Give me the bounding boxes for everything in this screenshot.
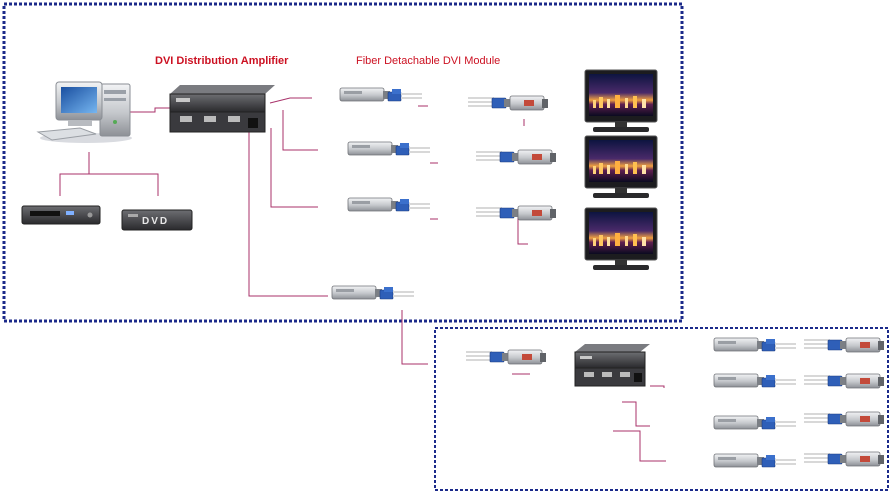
fiber-dvi-module-icon xyxy=(347,197,431,212)
vcr-icon xyxy=(21,205,101,225)
fiber-dvi-module-icon xyxy=(803,451,885,467)
dvi-distribution-amplifier-icon xyxy=(574,344,650,387)
fiber-dvi-module-icon xyxy=(331,285,415,300)
fiber-dvi-module-icon xyxy=(713,453,797,468)
flat-panel-monitor-icon xyxy=(584,69,658,133)
module-label: Fiber Detachable DVI Module xyxy=(356,55,500,67)
dvi-distribution-amplifier-icon xyxy=(169,85,275,133)
flat-panel-monitor-icon xyxy=(584,135,658,199)
fiber-dvi-module-icon xyxy=(475,205,557,221)
fiber-dvi-module-icon xyxy=(475,149,557,165)
flat-panel-monitor-icon xyxy=(584,207,658,271)
remote-frame xyxy=(434,327,889,491)
fiber-dvi-module-icon xyxy=(803,373,885,389)
fiber-dvi-module-icon xyxy=(713,373,797,388)
main-frame xyxy=(2,2,684,323)
dvd-player-text: DVD xyxy=(142,216,169,227)
fiber-dvi-module-icon xyxy=(713,337,797,352)
fiber-dvi-module-icon xyxy=(339,87,423,102)
fiber-dvi-module-icon xyxy=(347,141,431,156)
fiber-dvi-module-icon xyxy=(467,95,549,111)
fiber-dvi-module-icon xyxy=(803,411,885,427)
fiber-dvi-module-icon xyxy=(803,337,885,353)
fiber-dvi-module-icon xyxy=(713,415,797,430)
desktop-pc-icon xyxy=(36,81,132,143)
fiber-dvi-module-icon xyxy=(465,349,547,365)
amplifier-label: DVI Distribution Amplifier xyxy=(155,55,289,67)
dvd-player-icon: DVD xyxy=(121,209,193,231)
